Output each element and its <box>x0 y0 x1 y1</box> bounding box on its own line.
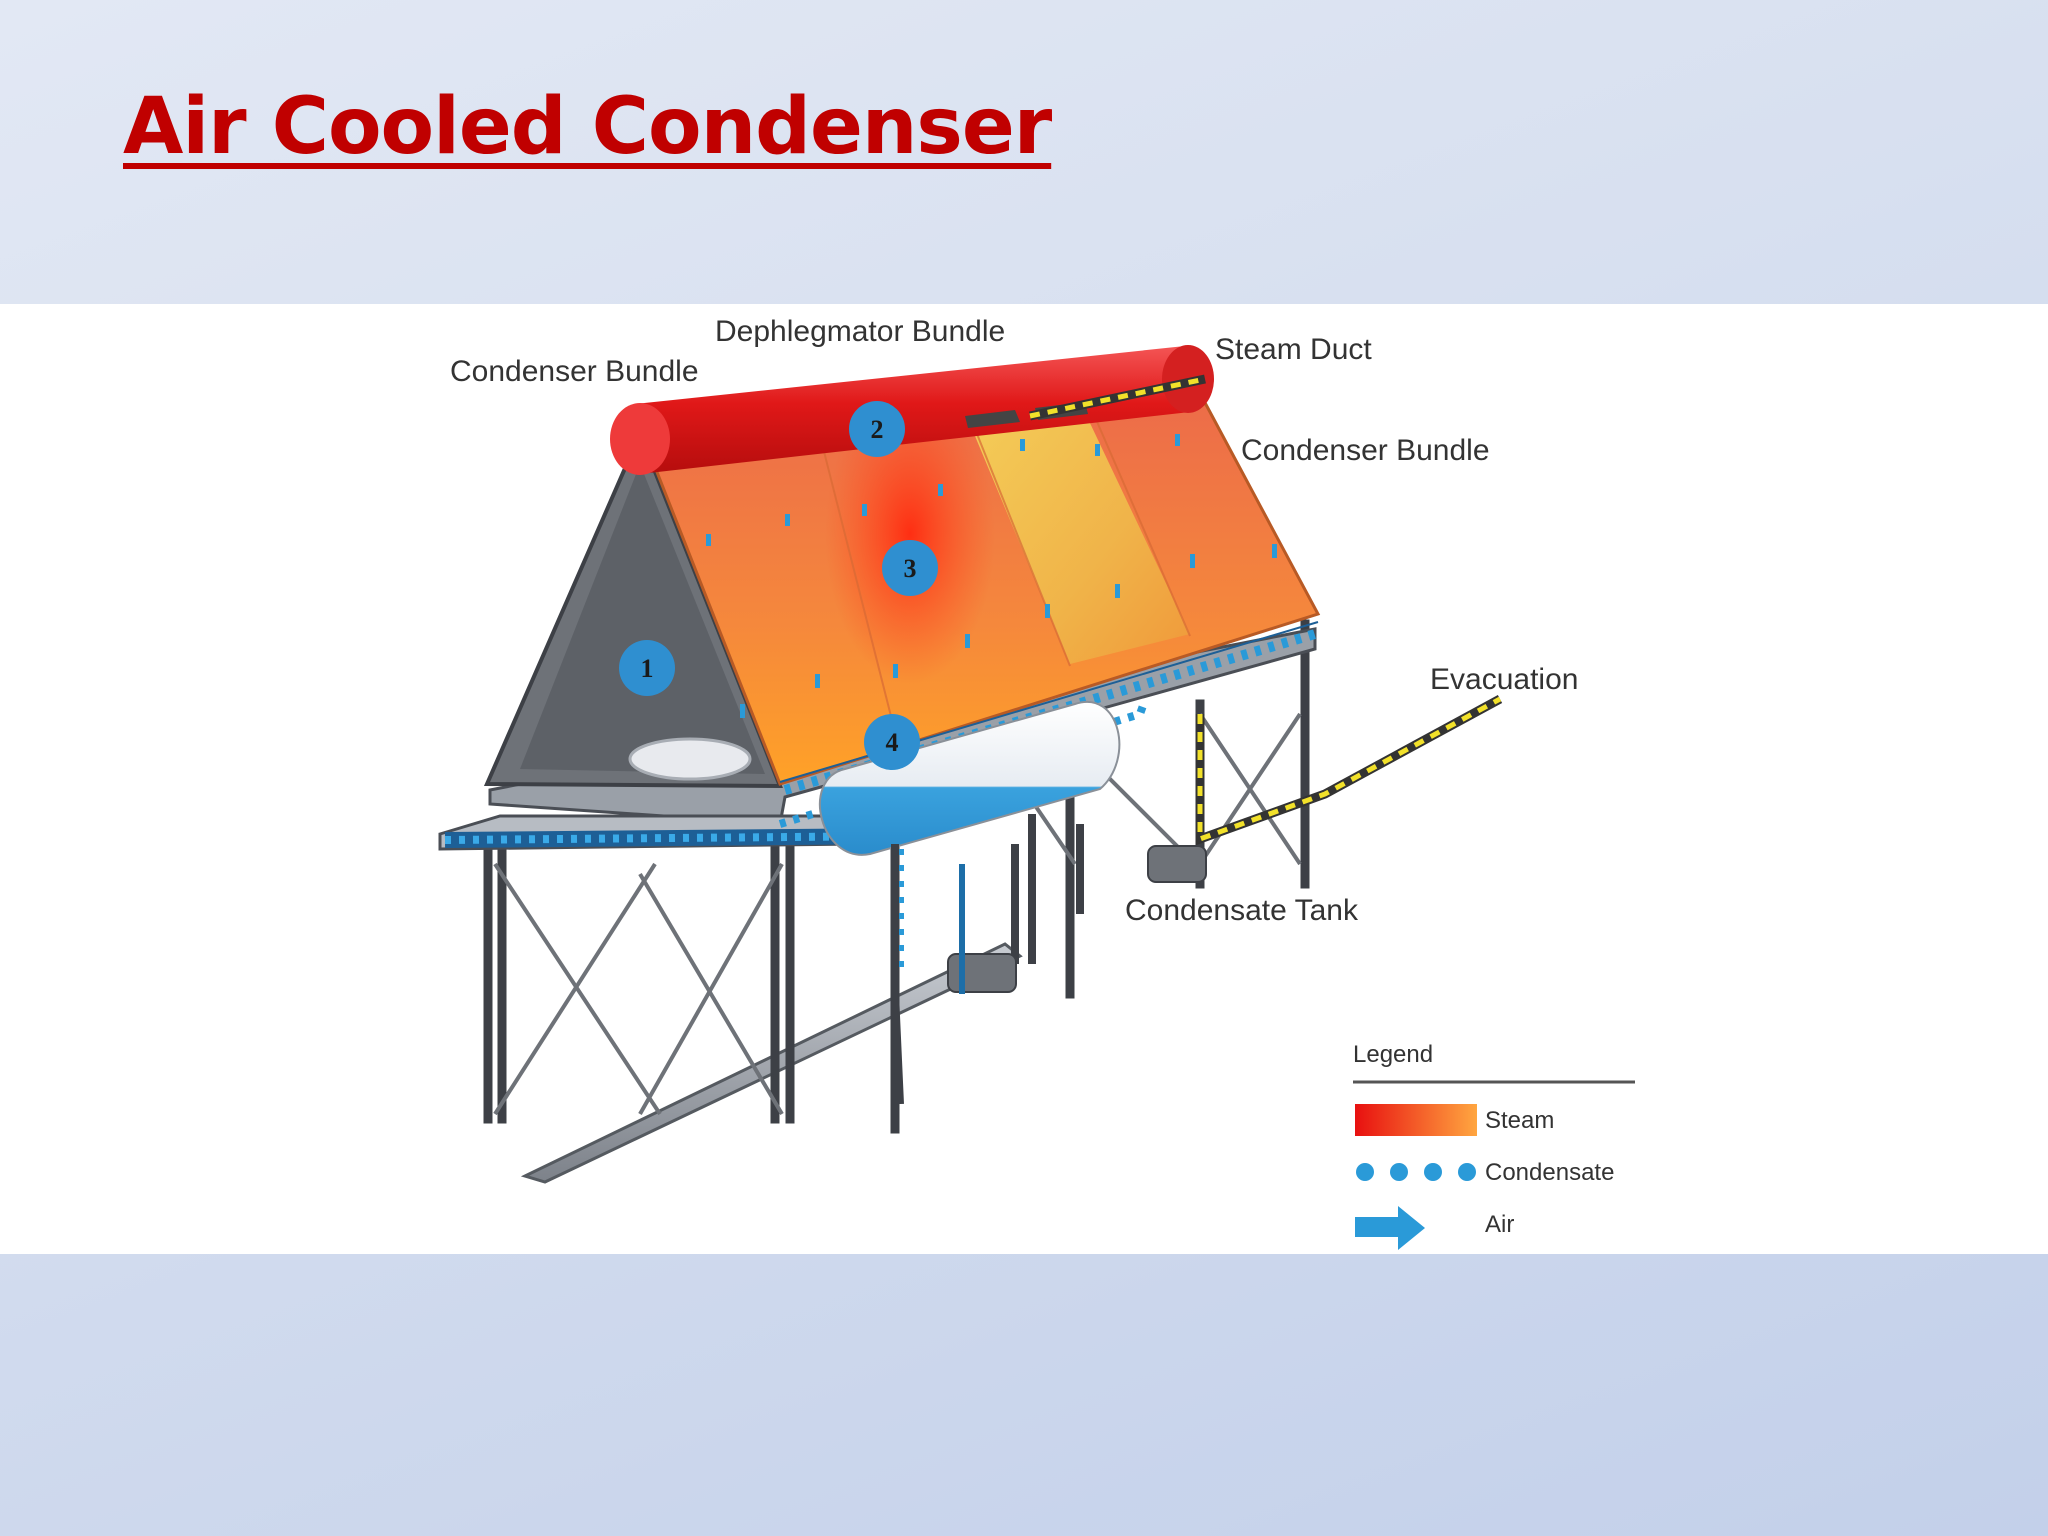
label-condenser-bundle-right: Condenser Bundle <box>1241 434 1490 467</box>
legend-steam-label: Steam <box>1485 1107 1554 1134</box>
legend-air-label: Air <box>1485 1211 1514 1238</box>
condensate-tank <box>819 700 1207 1105</box>
evacuation-line <box>1029 374 1503 846</box>
legend: Legend Steam Condensate Air <box>1353 1041 1635 1250</box>
diagram-panel: 1 2 3 4 Dephlegmator Bundle Condenser Bu… <box>0 304 2048 1254</box>
legend-air-arrow-icon <box>1355 1206 1425 1250</box>
cross-bracing <box>493 712 1302 1116</box>
legend-condensate-dots <box>1356 1163 1476 1181</box>
slide-title: Air Cooled Condenser <box>123 82 1052 172</box>
legend-steam-swatch <box>1355 1104 1477 1136</box>
label-condenser-bundle-left: Condenser Bundle <box>450 355 699 388</box>
air-cooled-condenser-diagram: 1 2 3 4 Dephlegmator Bundle Condenser Bu… <box>438 315 1635 1250</box>
label-evacuation: Evacuation <box>1430 663 1578 696</box>
label-steam-duct: Steam Duct <box>1215 333 1372 366</box>
marker-4-label: 4 <box>886 728 899 757</box>
label-dephlegmator-bundle: Dephlegmator Bundle <box>715 315 1005 348</box>
label-condensate-tank: Condensate Tank <box>1125 894 1359 927</box>
marker-1-label: 1 <box>641 654 654 683</box>
marker-3-label: 3 <box>904 554 917 583</box>
marker-4: 4 <box>864 714 920 770</box>
condensate-drops <box>706 434 1277 718</box>
marker-1: 1 <box>619 640 675 696</box>
marker-2-label: 2 <box>871 415 884 444</box>
condenser-bundle-roof <box>637 382 1321 786</box>
marker-2: 2 <box>849 401 905 457</box>
legend-condensate-label: Condensate <box>1485 1159 1614 1186</box>
legend-heading: Legend <box>1353 1041 1433 1068</box>
marker-3: 3 <box>882 540 938 596</box>
